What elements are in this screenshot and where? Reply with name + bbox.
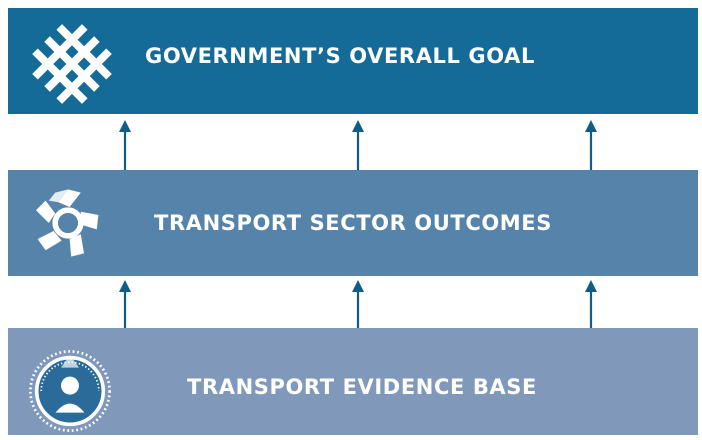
upper-arrow-group xyxy=(119,120,597,170)
up-arrow-head xyxy=(585,120,597,132)
up-arrow-head xyxy=(585,280,597,292)
up-arrow-head xyxy=(119,280,131,292)
evidence-label: TRANSPORT EVIDENCE BASE xyxy=(187,374,537,399)
outcomes-band: TRANSPORT SECTOR OUTCOMES xyxy=(8,170,698,276)
up-arrow-head xyxy=(352,280,364,292)
up-arrow-head xyxy=(352,120,364,132)
person-gauge-icon xyxy=(25,346,115,440)
outcomes-label: TRANSPORT SECTOR OUTCOMES xyxy=(154,211,552,235)
goal-label: GOVERNMENT’S OVERALL GOAL xyxy=(145,44,535,68)
pentagon-swirl-icon xyxy=(28,183,108,267)
up-arrow-head xyxy=(119,120,131,132)
woven-lattice-icon xyxy=(28,20,116,112)
goal-band: GOVERNMENT’S OVERALL GOAL xyxy=(8,8,698,114)
evidence-band: TRANSPORT EVIDENCE BASE xyxy=(8,328,698,435)
lower-arrow-group xyxy=(119,280,597,328)
